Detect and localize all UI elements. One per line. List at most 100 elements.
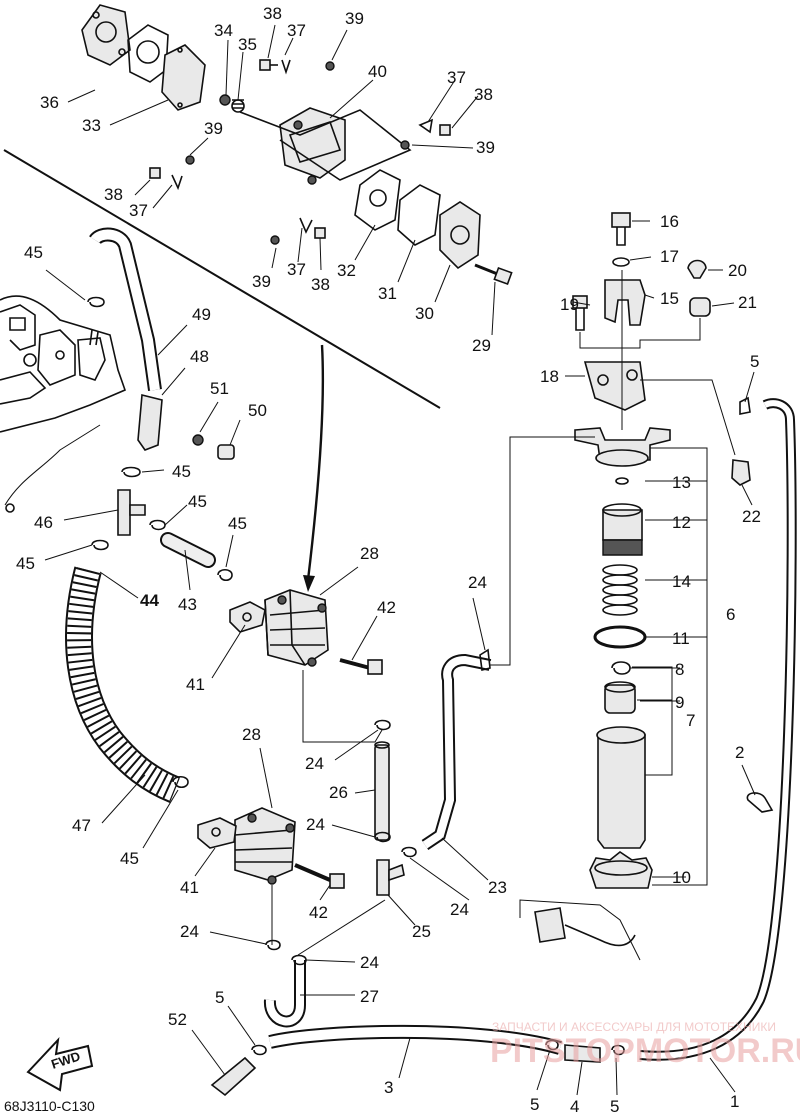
ring-nut-10	[589, 851, 653, 889]
callout: 22	[742, 507, 761, 526]
callout: 24	[468, 573, 487, 592]
callout: 2	[735, 743, 744, 762]
callout: 24	[360, 953, 379, 972]
callout: 15	[660, 289, 679, 308]
callout: 45	[172, 462, 191, 481]
callout: 24	[305, 754, 324, 773]
callout: 41	[180, 878, 199, 897]
callout: 38	[104, 185, 123, 204]
callout: 20	[728, 261, 747, 280]
gasket-33	[127, 24, 169, 83]
callout: 9	[675, 693, 684, 712]
callout: 38	[263, 4, 282, 23]
callout: 32	[337, 261, 356, 280]
screw-22	[731, 459, 751, 486]
tee-25	[376, 859, 390, 896]
callout: 12	[672, 513, 691, 532]
callout: 38	[311, 275, 330, 294]
callout: 34	[214, 21, 233, 40]
tee-46	[117, 489, 131, 536]
watermark-logo: PITSTOPMOTOR.RU	[490, 1032, 800, 1070]
diaphragm-plate	[161, 44, 206, 111]
screw-38	[259, 59, 271, 71]
pump-body-40	[279, 107, 346, 179]
float-9	[604, 684, 636, 714]
callout: 45	[16, 554, 35, 573]
callout: 25	[412, 922, 431, 941]
callout: 38	[474, 85, 493, 104]
callout: 42	[377, 598, 396, 617]
clips	[87, 296, 774, 1056]
gasket-plate-36	[81, 4, 131, 66]
callout: 5	[530, 1095, 539, 1114]
connector-4	[564, 1044, 601, 1063]
callout: 3	[384, 1078, 393, 1097]
callout: 41	[186, 675, 205, 694]
clip-8	[611, 661, 631, 675]
callout: 8	[675, 660, 684, 679]
o-ring-13	[615, 477, 629, 485]
callout: 47	[72, 816, 91, 835]
callout: 24	[180, 922, 199, 941]
callout: 23	[488, 878, 507, 897]
o-ring-11	[593, 625, 647, 649]
callout: 18	[540, 367, 559, 386]
nut-39	[325, 61, 335, 71]
callout: 33	[82, 116, 101, 135]
callout: 5	[750, 352, 759, 371]
callout: 5	[610, 1097, 619, 1114]
washer-34	[219, 94, 231, 106]
callout: 11	[672, 629, 690, 648]
clip-37	[281, 59, 291, 75]
callout: 50	[248, 401, 267, 420]
fwd-label: FWD	[49, 1048, 82, 1071]
callout: 37	[129, 201, 148, 220]
callout: 45	[24, 243, 43, 262]
top-pump-assembly	[81, 4, 513, 286]
callout: 21	[738, 293, 757, 312]
spring-35	[231, 99, 245, 113]
joint-52	[210, 1056, 257, 1097]
pump-cover-30	[439, 201, 481, 270]
callout: 39	[252, 272, 271, 291]
collar-21	[689, 297, 711, 317]
spring-14	[602, 564, 638, 616]
callout: 27	[360, 987, 379, 1006]
callout: 39	[476, 138, 495, 157]
fwd-arrow: FWD	[26, 1037, 94, 1092]
engine-boundary	[0, 149, 441, 513]
callout: 31	[378, 284, 397, 303]
callout: 24	[450, 900, 469, 919]
callout: 35	[238, 35, 257, 54]
callout: 45	[188, 492, 207, 511]
callout: 17	[660, 247, 679, 266]
callout: 43	[178, 595, 197, 614]
watermark-caption: ЗАПЧАСТИ И АКСЕССУАРЫ ДЛЯ МОТОТЕХНИКИ	[492, 1020, 776, 1034]
callout: 24	[306, 815, 325, 834]
filter-cup-7	[597, 734, 646, 849]
bracket-18	[583, 361, 646, 411]
callout: 40	[368, 62, 387, 81]
callout: 30	[415, 304, 434, 323]
callout: 45	[120, 849, 139, 868]
callout: 49	[192, 305, 211, 324]
tube-26	[374, 744, 390, 841]
callout: 37	[287, 21, 306, 40]
callout: 26	[329, 783, 348, 802]
bracket-15	[604, 279, 646, 326]
callout: 13	[672, 473, 691, 492]
fuel-filter-assembly	[490, 212, 751, 889]
diagram-code: 68J3110-C130	[4, 1098, 95, 1114]
callout: 39	[204, 119, 223, 138]
callout: 4	[570, 1097, 579, 1114]
leader-lines	[44, 24, 756, 1096]
fuel-pump-upper	[229, 589, 383, 743]
grommet-20	[687, 259, 707, 279]
callout: 28	[242, 725, 261, 744]
fuel-pump-lower	[197, 807, 386, 956]
callout: 37	[287, 260, 306, 279]
callout: 46	[34, 513, 53, 532]
callout: 37	[447, 68, 466, 87]
callout: 1	[730, 1092, 739, 1111]
